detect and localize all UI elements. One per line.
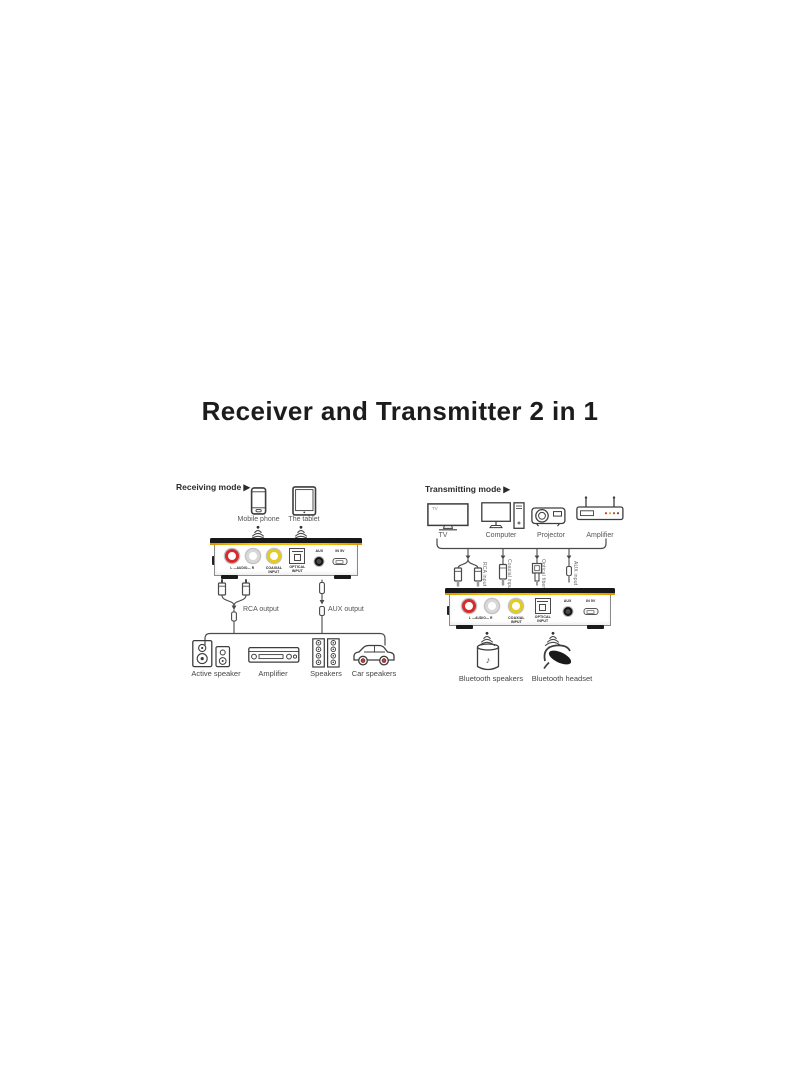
- active-speaker-icon: [192, 638, 240, 668]
- audio-lr-label: L —AUDIO— R: [468, 616, 493, 621]
- optical-port-icon: [534, 597, 551, 614]
- aux-input-label: AUX input: [572, 561, 578, 586]
- coaxial-jack-icon: [509, 599, 524, 614]
- device-foot: [456, 625, 473, 629]
- aux-output-cable: [319, 579, 325, 635]
- optical-fiber-cable: [531, 558, 543, 586]
- aux-label: AUX: [315, 549, 324, 554]
- device-foot: [221, 575, 238, 579]
- rca-white-jack-icon: [245, 549, 260, 564]
- rca-red-jack-icon: [225, 549, 240, 564]
- usb-power-port-icon: [332, 558, 348, 566]
- bluetooth-speaker-icon: ♪: [474, 643, 502, 673]
- aux-jack-icon: [563, 606, 573, 616]
- aux-input-cable: [566, 558, 572, 583]
- page-title: Receiver and Transmitter 2 in 1: [201, 396, 599, 426]
- coaxial-input-label: Coaxial input: [506, 559, 512, 591]
- aux-label: AUX: [563, 599, 572, 604]
- source-label-tablet: The tablet: [288, 516, 320, 523]
- source-label-mobile-phone: Mobile phone: [237, 516, 280, 523]
- device-side-button: [211, 556, 215, 565]
- rca-red-jack-icon: [462, 599, 477, 614]
- device-top-lid: [445, 588, 615, 593]
- computer-icon: [481, 502, 525, 531]
- transmitting-mode-label: Transmitting mode ▶: [425, 484, 510, 494]
- coaxial-jack-icon: [266, 549, 281, 564]
- rca-output-label: RCA output: [243, 606, 279, 613]
- rca-white-jack-icon: [485, 599, 500, 614]
- source-label-tv: TV: [438, 532, 448, 539]
- optical-port-icon: [289, 547, 306, 564]
- aux-output-label: AUX output: [328, 606, 364, 613]
- audio-lr-label: L —AUDIO— R: [230, 566, 255, 571]
- source-label-computer: Computer: [485, 532, 517, 539]
- power-in-label: IN 5V: [586, 599, 596, 604]
- car-speakers-icon: [351, 642, 397, 667]
- amplifier-router-icon: [576, 496, 624, 528]
- sink-label-speakers: Speakers: [310, 669, 342, 678]
- mobile-phone-icon: [245, 487, 272, 515]
- projector-icon: [531, 503, 569, 529]
- usb-power-port-icon: [583, 608, 599, 616]
- aux-jack-icon: [314, 556, 324, 566]
- sink-label-bluetooth-speakers: Bluetooth speakers: [458, 674, 524, 683]
- device-foot: [334, 575, 351, 579]
- rca-input-label: RCA input: [481, 562, 487, 587]
- sink-label-car-speakers: Car speakers: [351, 669, 397, 678]
- transmitting-connection-lines: [436, 538, 607, 647]
- input-drop-arrows: [465, 547, 572, 560]
- tv-icon: [427, 503, 469, 531]
- tv-screen-text: TV: [432, 506, 438, 511]
- rca-input-cable: [453, 558, 483, 587]
- rca-output-cable: [217, 579, 251, 635]
- source-label-amplifier: Amplifier: [586, 532, 614, 539]
- sink-label-bluetooth-headset: Bluetooth headset: [531, 674, 593, 683]
- device-yellow-stripe: [210, 542, 362, 546]
- power-in-label: IN 5V: [335, 549, 345, 554]
- sink-label-active-speaker: Active speaker: [191, 669, 241, 678]
- device-yellow-stripe: [445, 592, 615, 596]
- bluetooth-headset-icon: [536, 643, 580, 673]
- receiving-mode-label: Receiving mode ▶: [176, 482, 251, 492]
- output-bracket: [204, 632, 386, 646]
- speakers-icon: [312, 638, 340, 668]
- source-label-projector: Projector: [536, 532, 565, 539]
- optical-fiber-label: Optical fiber: [540, 559, 546, 589]
- device-foot: [587, 625, 604, 629]
- input-bracket: [436, 538, 607, 550]
- tablet-icon: [291, 486, 318, 516]
- device-side-button: [446, 606, 450, 615]
- music-note-glyph: ♪: [486, 655, 491, 665]
- sink-label-amplifier: Amplifier: [258, 669, 288, 678]
- coaxial-input-cable: [498, 558, 508, 586]
- device-top-lid: [210, 538, 362, 543]
- amplifier-icon: [248, 645, 300, 664]
